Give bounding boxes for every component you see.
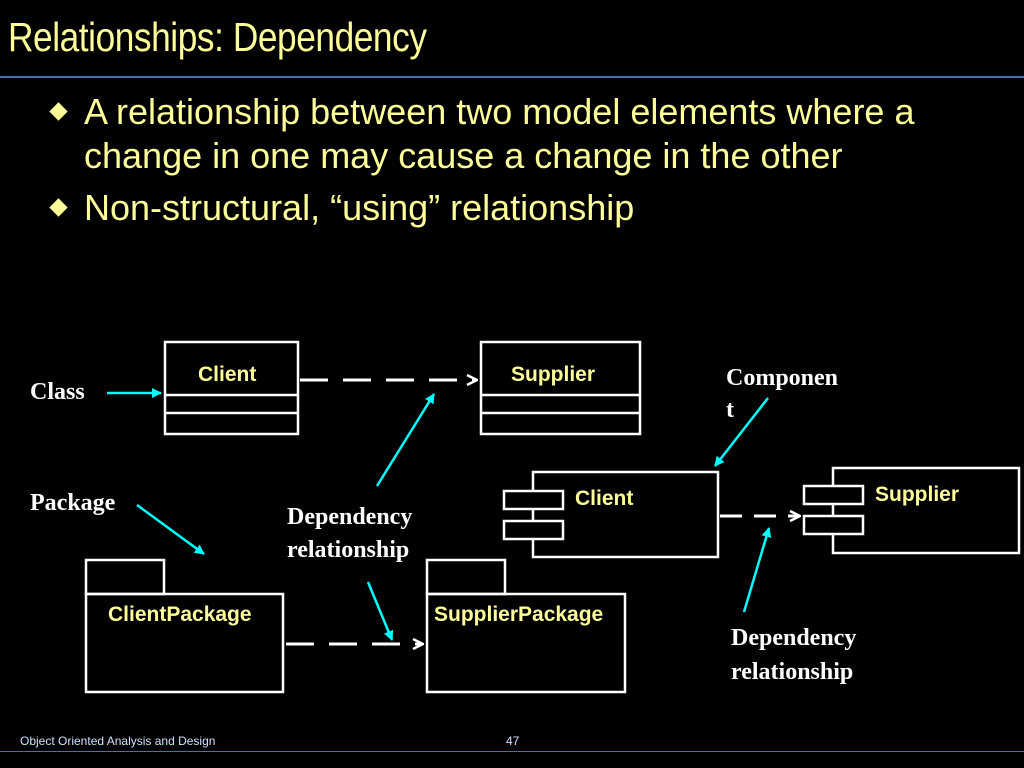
supplier-component-box: Supplier: [802, 466, 1021, 555]
class-annotation-label: Class: [30, 379, 85, 405]
bullet-item: A relationship between two model element…: [48, 90, 1008, 178]
client-package-box: ClientPackage: [84, 558, 285, 694]
supplier-package-box: SupplierPackage: [425, 558, 627, 694]
slide-title: Relationships: Dependency: [8, 14, 427, 60]
package-pointer-arrow: [136, 503, 205, 556]
supplier-class-name: Supplier: [511, 363, 595, 386]
dependency-annotation-left-line2: relationship: [287, 537, 409, 563]
dependency-annotation-right-line1: Dependency: [731, 625, 856, 651]
bullet-item: Non-structural, “using” relationship: [48, 186, 1008, 230]
bullet-text: A relationship between two model element…: [84, 91, 915, 176]
package-dependency-pointer-arrow: [366, 581, 394, 641]
component-annotation-label-line1: Componen: [726, 365, 838, 391]
title-divider: [0, 76, 1024, 78]
component-annotation-label-line2: t: [726, 397, 734, 423]
footer-divider: [0, 751, 1024, 752]
client-component-name: Client: [575, 487, 633, 510]
client-class-name: Client: [198, 363, 256, 386]
supplier-package-name: SupplierPackage: [434, 603, 603, 626]
dependency-annotation-right-line2: relationship: [731, 659, 853, 685]
bullet-list: A relationship between two model element…: [48, 90, 1008, 238]
supplier-class-box: Supplier: [479, 340, 642, 436]
class-dependency-pointer-arrow: [375, 393, 436, 487]
bullet-text: Non-structural, “using” relationship: [84, 187, 635, 228]
client-component-box: Client: [502, 470, 720, 559]
package-annotation-label: Package: [30, 490, 116, 516]
footer-course-title: Object Oriented Analysis and Design: [20, 734, 216, 748]
supplier-component-name: Supplier: [875, 483, 959, 506]
client-package-name: ClientPackage: [108, 603, 252, 626]
component-pointer-arrow: [714, 397, 769, 467]
dependency-annotation-left-line1: Dependency: [287, 504, 412, 530]
client-class-box: Client: [163, 340, 300, 436]
component-dependency-pointer-arrow: [742, 527, 772, 613]
page-number: 47: [506, 734, 520, 748]
